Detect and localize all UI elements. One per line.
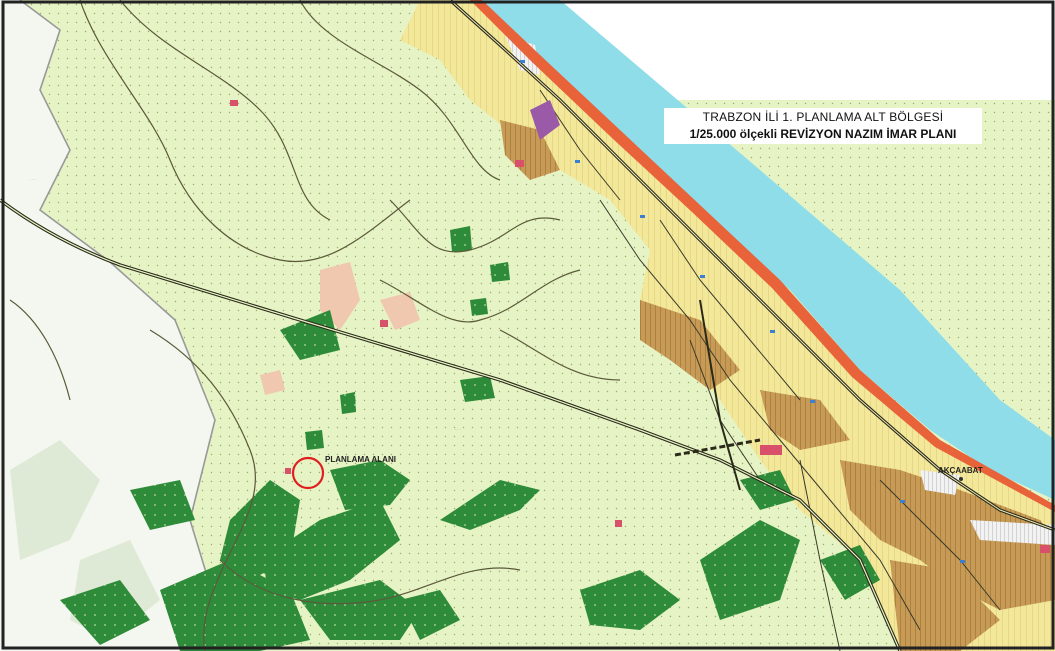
town-center-dot-icon	[959, 477, 963, 481]
tourism-zone-3	[380, 292, 420, 330]
development-zone-brown-4	[890, 560, 1000, 651]
town-label-akcaabat: AKÇAABAT	[938, 466, 983, 475]
map-title-region: TRABZON İLİ 1. PLANLAMA ALT BÖLGESİ	[702, 110, 944, 124]
urban-grey-zone-1	[505, 35, 540, 75]
facility-blocks	[230, 100, 1050, 553]
svg-text:. . .: . . .	[200, 296, 206, 301]
forest-areas	[60, 226, 880, 651]
outside-plan-area	[560, 0, 1055, 100]
planning-area-label: PLANLAMA ALANI	[325, 455, 396, 464]
development-zone-brown-1	[840, 460, 1055, 610]
planning-area-circle-icon[interactable]	[291, 456, 325, 490]
connector-road	[699, 299, 741, 491]
special-use-strip	[530, 100, 560, 140]
map-title-box: TRABZON İLİ 1. PLANLAMA ALT BÖLGESİ 1/25…	[664, 108, 982, 144]
svg-text:. . .: . . .	[530, 296, 536, 301]
main-double-road-inner	[0, 199, 901, 651]
map-title-plan: 1/25.000 ölçekli REVİZYON NAZIM İMAR PLA…	[689, 127, 957, 141]
urban-grey-zone-2	[970, 520, 1055, 545]
svg-text:. . .: . . .	[30, 176, 36, 181]
coastal-commercial-fringe	[470, 0, 1055, 512]
facility-symbols	[520, 60, 965, 563]
tunnel-segment	[674, 438, 761, 457]
contour-lines	[9, 0, 621, 651]
tiny-place-marks: . . . . . . . . . . . . . . .	[30, 176, 536, 431]
svg-text:. . .: . . .	[455, 426, 461, 431]
tourism-zone-2	[260, 370, 285, 395]
development-zone-brown-5	[760, 390, 850, 450]
neighbor-district-boundary	[19, 0, 231, 651]
svg-text:. . .: . . .	[370, 196, 376, 201]
coastal-highway-inner	[449, 0, 1055, 531]
black-sea	[480, 0, 1055, 500]
development-zone-brown-2	[640, 300, 740, 390]
